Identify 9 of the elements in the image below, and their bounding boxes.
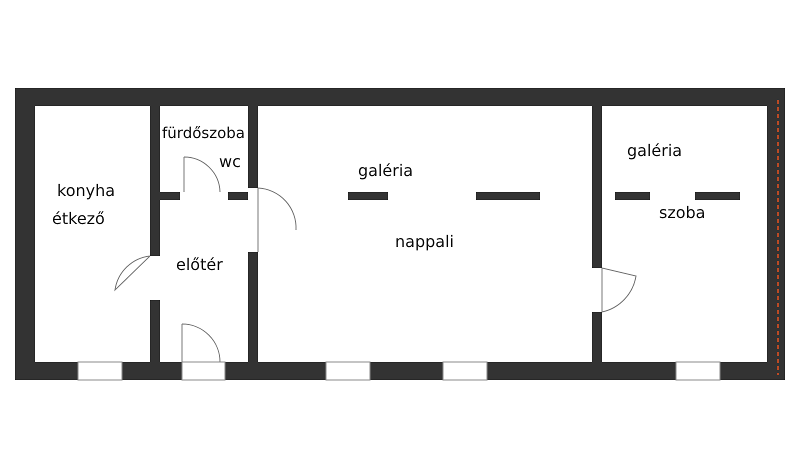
room-label: konyha	[57, 182, 116, 200]
room-label: galéria	[627, 142, 682, 160]
room-label: előtér	[176, 256, 223, 274]
room-label: nappali	[395, 233, 454, 251]
room-label: galéria	[358, 162, 414, 180]
room-label: wc	[219, 153, 241, 171]
room-label: fürdőszoba	[162, 124, 245, 142]
room-label: szoba	[659, 204, 706, 222]
room-label: étkező	[52, 210, 105, 228]
